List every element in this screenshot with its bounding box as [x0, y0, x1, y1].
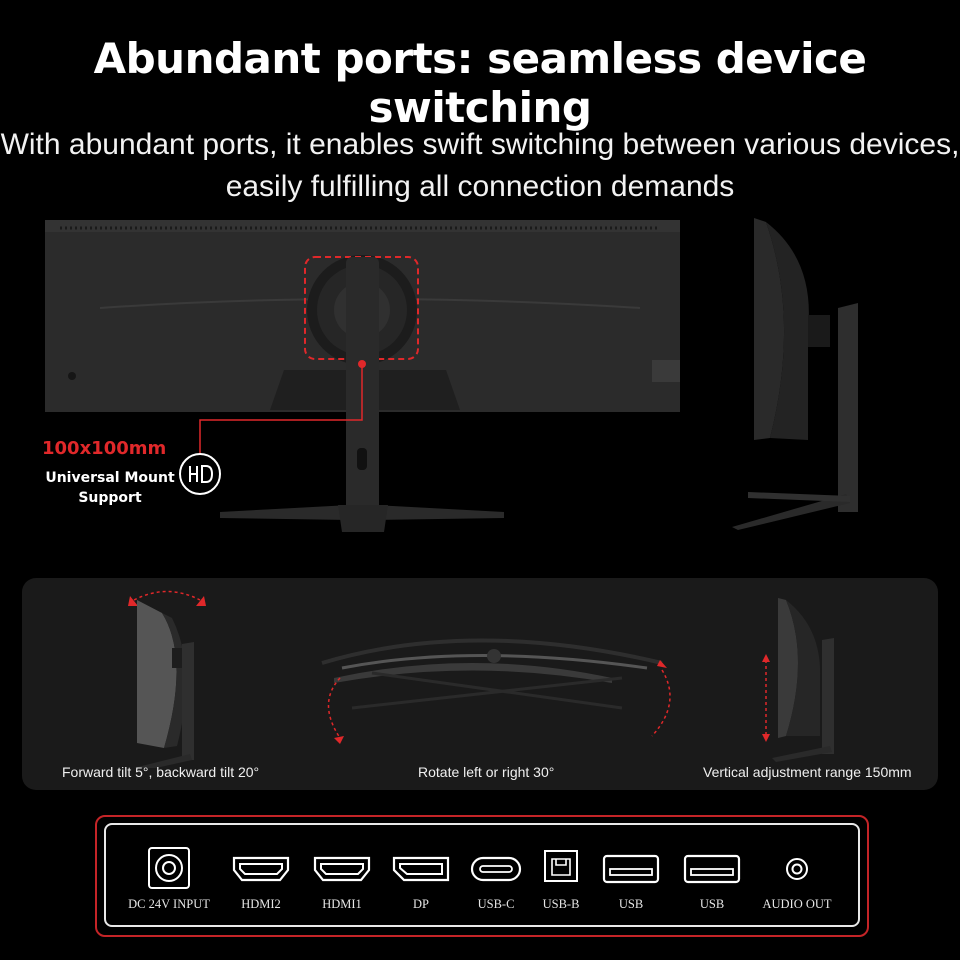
mount-line-1: Universal Mount [45, 470, 175, 486]
port-label-usb-b: USB-B [542, 897, 580, 911]
port-label-dp: DP [413, 897, 429, 911]
subtitle-line-1: With abundant ports, it enables swift sw… [0, 128, 960, 161]
height-illustration [762, 598, 834, 762]
hdmi-icon [313, 856, 371, 882]
page-title: Abundant ports: seamless device switchin… [93, 34, 867, 132]
usb-a-icon [683, 854, 741, 884]
page-subtitle: With abundant ports, it enables swift sw… [0, 124, 960, 208]
port-label-dc: DC 24V INPUT [128, 897, 210, 911]
height-label: Vertical adjustment range 150mm [703, 764, 912, 780]
displayport-icon [392, 856, 450, 882]
port-label-usb-2: USB [699, 897, 725, 911]
audio-jack-icon [786, 858, 808, 880]
port-label-hdmi2: HDMI2 [241, 897, 281, 911]
monitor-illustration [45, 218, 858, 532]
ports-panel-frame [95, 815, 869, 937]
monitor-side-view [732, 218, 858, 530]
vesa-mount-icon [179, 453, 221, 495]
mount-line-2: Support [78, 490, 142, 506]
adjustment-illustrations [128, 590, 834, 768]
height-arrow-icon [762, 654, 770, 662]
tilt-arrow-icon [128, 596, 138, 606]
port-label-usb-1: USB [618, 897, 644, 911]
ports-panel [104, 823, 860, 927]
usb-c-icon [470, 856, 522, 882]
mount-size-label: 100x100mm [42, 438, 167, 459]
port-label-usb-c: USB-C [477, 897, 515, 911]
subtitle-line-2: easily fulfilling all connection demands [225, 170, 735, 203]
mount-support-label: Universal Mount Support [34, 468, 186, 508]
port-label-hdmi1: HDMI1 [322, 897, 362, 911]
swivel-illustration [321, 638, 671, 744]
hdmi-icon [232, 856, 290, 882]
usb-b-icon [544, 850, 578, 882]
dc-power-icon [148, 847, 190, 889]
swivel-label: Rotate left or right 30° [418, 764, 555, 780]
usb-a-icon [602, 854, 660, 884]
port-label-audio: AUDIO OUT [762, 897, 832, 911]
tilt-illustration [128, 590, 206, 768]
swivel-arrow-icon [334, 736, 344, 744]
tilt-label: Forward tilt 5°, backward tilt 20° [62, 764, 260, 780]
monitor-back-view [45, 220, 680, 532]
